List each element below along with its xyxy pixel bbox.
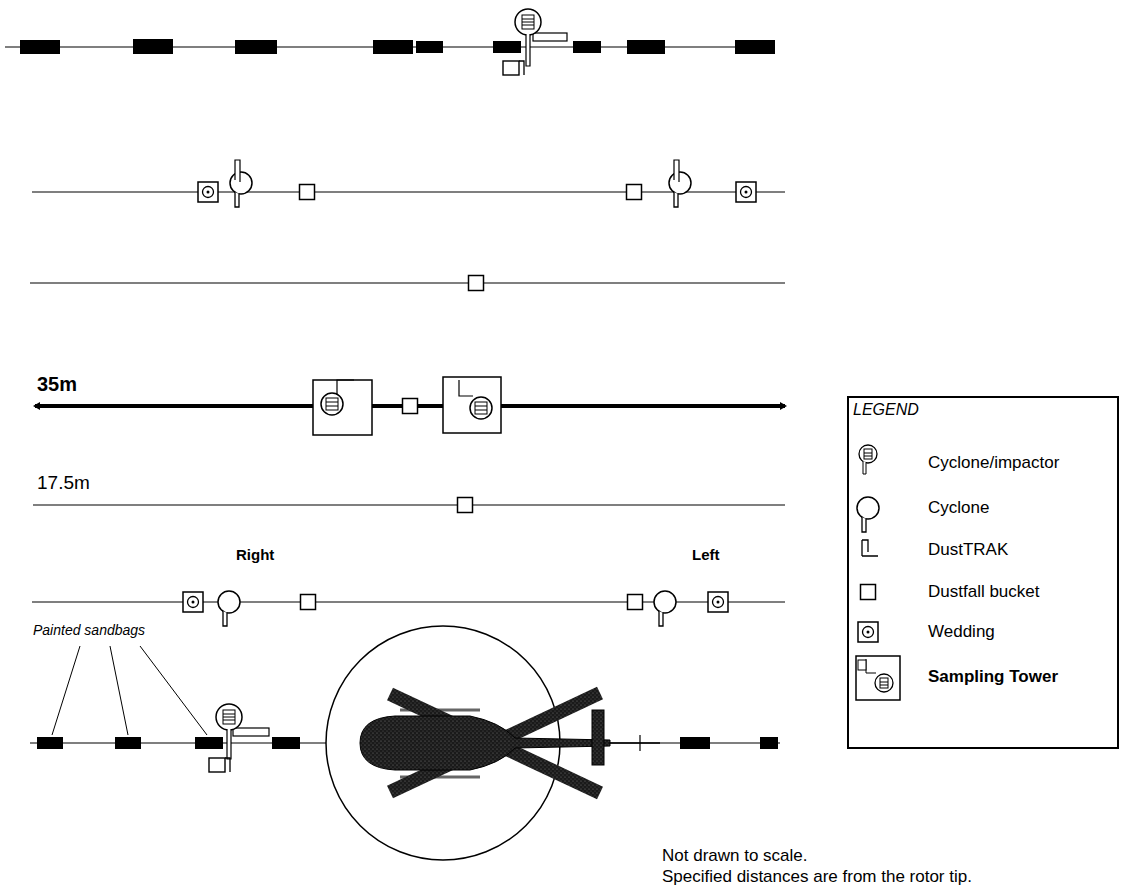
note-text: Not drawn to scale. xyxy=(662,846,808,866)
legend-entry: Cyclone xyxy=(928,498,989,518)
tower-row xyxy=(33,377,787,435)
legend-title: LEGEND xyxy=(853,401,919,419)
legend-box xyxy=(848,397,1118,748)
distance-label: 17.5m xyxy=(37,472,90,494)
legend-entry: Cyclone/impactor xyxy=(928,453,1059,473)
sampler-row xyxy=(32,591,785,626)
legend-entry: DustTRAK xyxy=(928,540,1008,560)
legend-entry: Sampling Tower xyxy=(928,667,1058,687)
sampler-row xyxy=(32,160,785,207)
bucket-row xyxy=(33,498,785,513)
callout-label: Painted sandbags xyxy=(33,622,145,638)
note-text: Specified distances are from the rotor t… xyxy=(662,867,972,887)
side-label: Left xyxy=(692,546,720,563)
legend-entry: Wedding xyxy=(928,622,995,642)
legend-entry: Dustfall bucket xyxy=(928,582,1040,602)
side-label: Right xyxy=(236,546,274,563)
helicopter-row xyxy=(30,626,780,860)
bucket-row xyxy=(30,276,785,291)
sandbag-row xyxy=(5,9,775,75)
distance-label: 35m xyxy=(37,373,77,396)
